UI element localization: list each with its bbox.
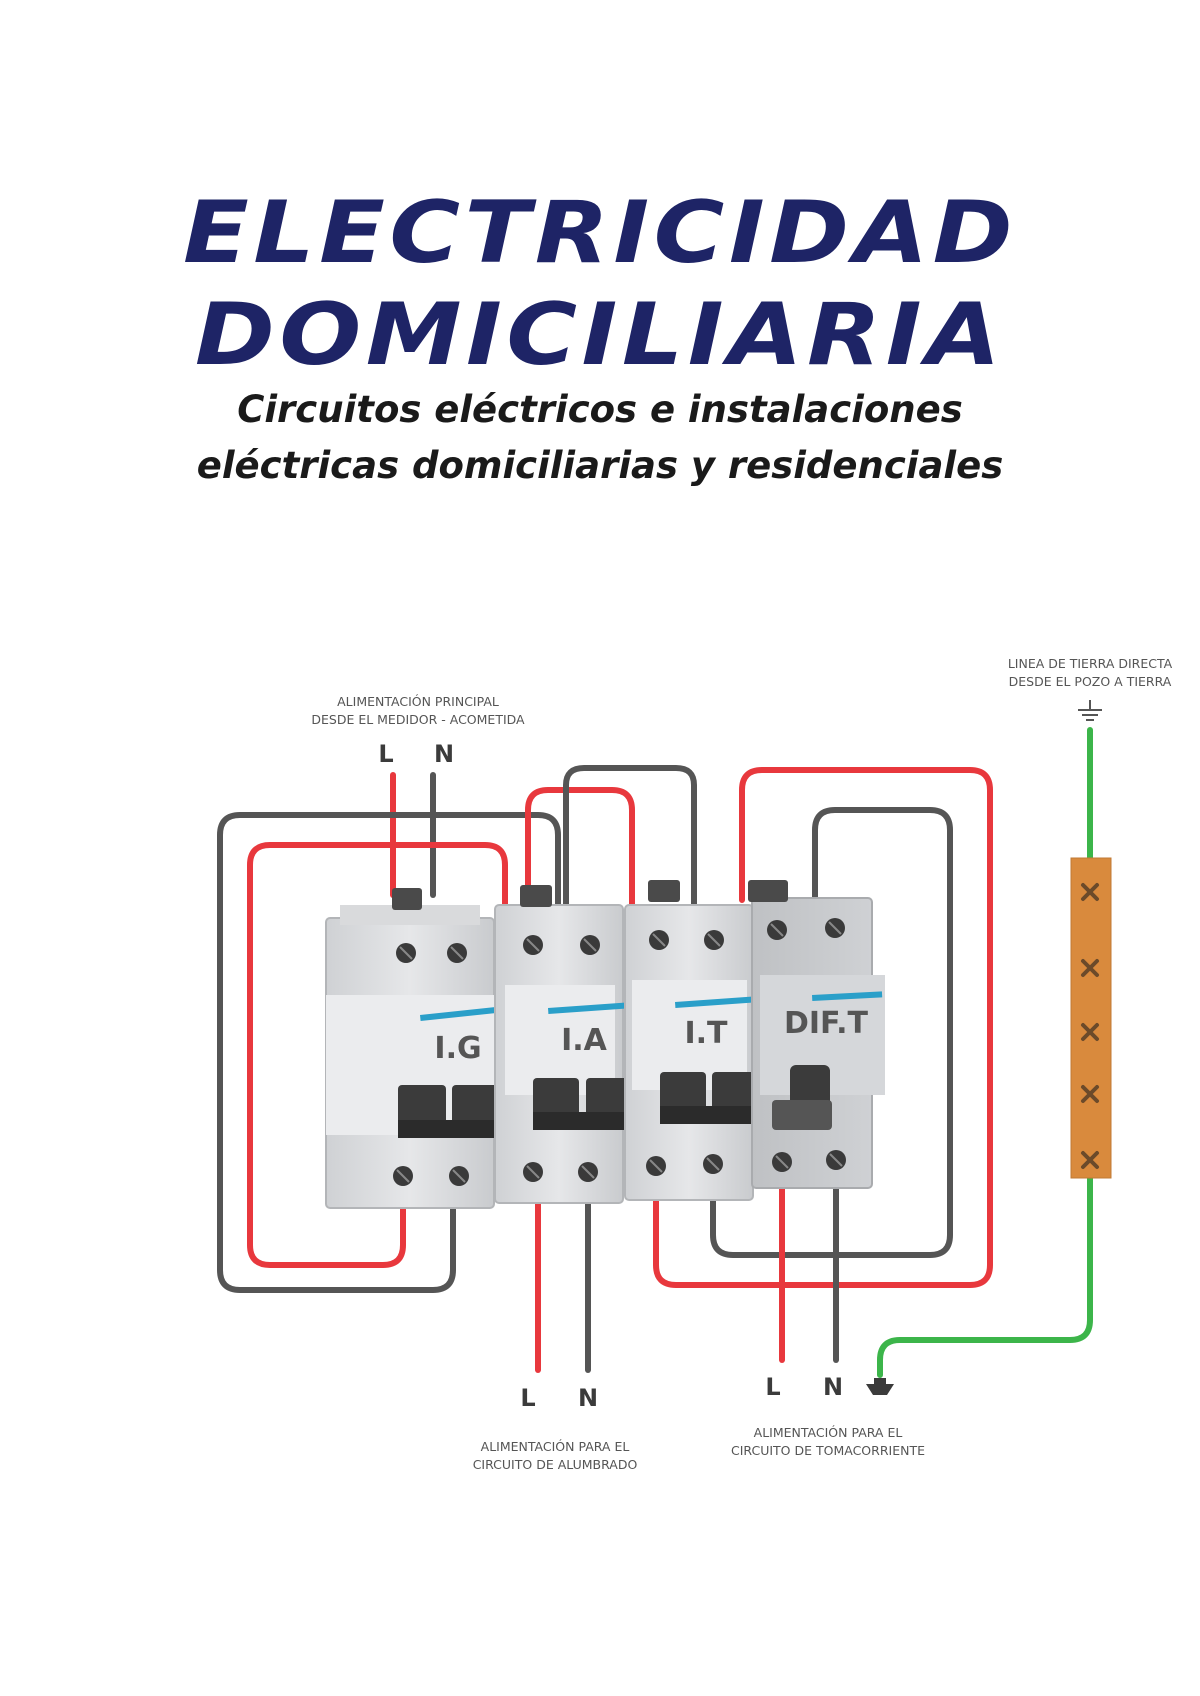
wire-ia-it-phase xyxy=(525,787,635,908)
subtitle-line-1: Circuitos eléctricos e instalaciones xyxy=(237,388,963,431)
lighting-caption-line-2: CIRCUITO DE ALUMBRADO xyxy=(473,1457,638,1472)
lighting-n-label: N xyxy=(578,1384,598,1412)
breaker-label-it: I.T xyxy=(684,1016,728,1051)
supply-caption-line-2: DESDE EL MEDIDOR - ACOMETIDA xyxy=(311,712,525,727)
breaker-ig xyxy=(325,888,503,1209)
outlet-n-label: N xyxy=(823,1373,843,1401)
breaker-label-ig: I.G xyxy=(434,1031,481,1066)
wire-it-dif-neutral xyxy=(710,807,953,1258)
breaker-label-ia: I.A xyxy=(561,1023,608,1058)
outlet-caption-line-1: ALIMENTACIÓN PARA EL xyxy=(754,1425,903,1440)
wire-it-dif-phase xyxy=(653,767,993,1288)
lighting-caption-line-1: ALIMENTACIÓN PARA EL xyxy=(481,1439,630,1454)
outlet-caption-line-2: CIRCUITO DE TOMACORRIENTE xyxy=(731,1443,925,1458)
earth-caption-line-2: DESDE EL POZO A TIERRA xyxy=(1009,674,1172,689)
breaker-ia xyxy=(494,885,632,1204)
supply-caption-line-1: ALIMENTACIÓN PRINCIPAL xyxy=(337,694,499,709)
outlet-l-label: L xyxy=(765,1373,780,1401)
wire-ig-ia-phase xyxy=(247,842,508,1268)
wire-ia-it-neutral xyxy=(563,765,697,908)
title-line-1: ELECTRICIDAD xyxy=(182,183,1018,283)
earth-caption-line-1: LINEA DE TIERRA DIRECTA xyxy=(1008,656,1173,671)
wire-earth-bottom xyxy=(877,1172,1093,1378)
title-line-2: DOMICILIARIA xyxy=(194,285,1006,385)
supply-l-label: L xyxy=(378,740,393,768)
earth-terminal-icon xyxy=(866,1378,894,1395)
wire-ig-ia-neutral xyxy=(217,812,561,1293)
breaker-dif xyxy=(748,880,885,1189)
lighting-l-label: L xyxy=(520,1384,535,1412)
subtitle-line-2: eléctricas domiciliarias y residenciales xyxy=(196,444,1004,487)
earth-bar xyxy=(1070,857,1112,1179)
ground-icon xyxy=(1078,700,1102,721)
supply-n-label: N xyxy=(434,740,454,768)
breaker-label-dif: DIF.T xyxy=(784,1006,869,1041)
wires-back xyxy=(217,727,1093,1378)
